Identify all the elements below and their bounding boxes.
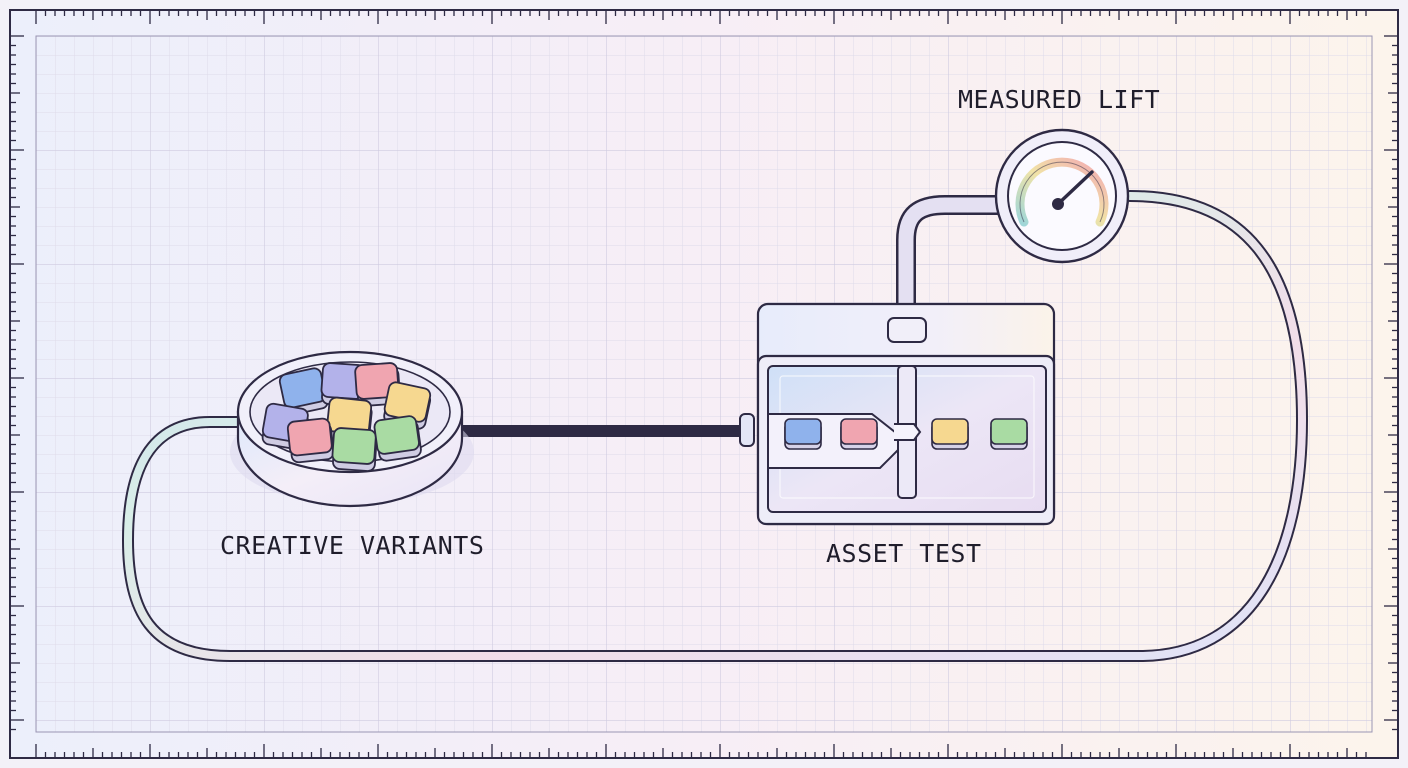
machine-port <box>887 317 927 343</box>
tested-tiles <box>784 418 1028 450</box>
variant-tile <box>278 367 329 416</box>
creative-variants-label: CREATIVE VARIANTS <box>220 531 485 560</box>
tested-tile <box>840 418 878 450</box>
variant-tile <box>373 415 422 462</box>
return-pipe <box>121 190 1309 662</box>
gauge-pipe <box>896 195 1010 328</box>
tested-tile <box>784 418 822 450</box>
asset-test-machine-icon <box>756 302 1056 526</box>
inner-border <box>35 35 1373 733</box>
variant-tile <box>331 427 378 472</box>
asset-test-label: ASSET TEST <box>826 539 982 568</box>
tested-tile <box>990 418 1028 450</box>
gauge-hub <box>1052 198 1064 210</box>
variant-tile <box>286 417 335 464</box>
grid-major <box>36 36 1372 732</box>
measured-lift-label: MEASURED LIFT <box>958 85 1161 114</box>
tested-tile <box>931 418 969 450</box>
gauge-needle <box>1056 170 1094 206</box>
feed-pipe <box>460 413 755 447</box>
lift-gauge-icon <box>994 128 1130 264</box>
feed-valve <box>739 413 755 447</box>
variant-tiles <box>261 362 432 472</box>
ruler-ticks <box>10 10 1398 758</box>
outer-border <box>9 9 1399 759</box>
